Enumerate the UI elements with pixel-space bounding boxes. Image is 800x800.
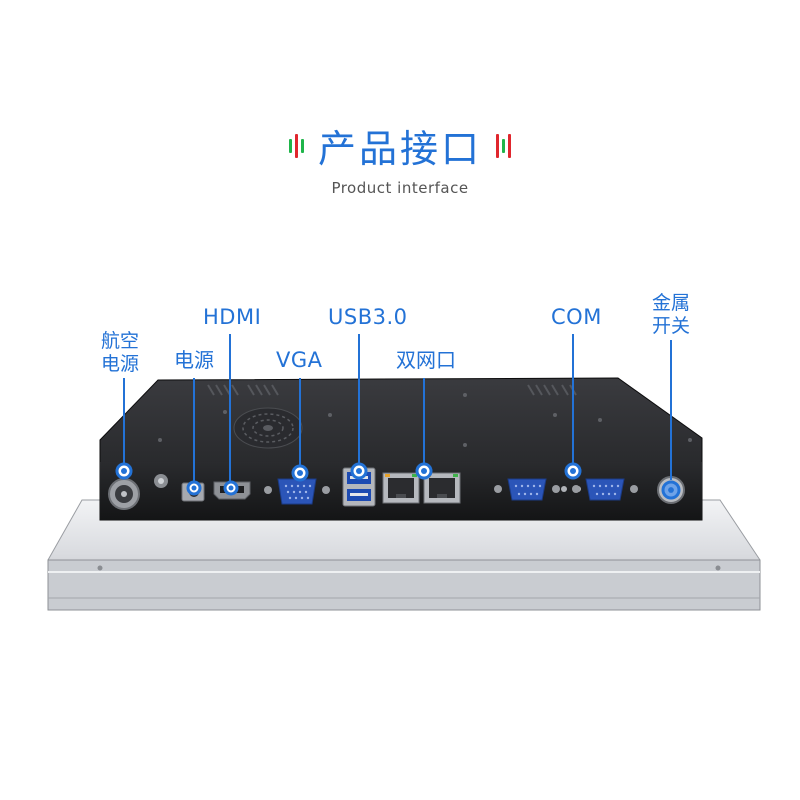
port-label-power: 电源 bbox=[174, 348, 214, 372]
vga-port-icon bbox=[264, 478, 330, 505]
callout-dots bbox=[115, 462, 681, 500]
header: 产品接口 Product interface bbox=[0, 118, 800, 197]
lan-port-1-icon bbox=[382, 472, 420, 504]
silver-frame bbox=[47, 499, 761, 611]
ground-screw-icon bbox=[154, 474, 168, 488]
speaker-grille-icon bbox=[233, 407, 303, 449]
port-label-hdmi: HDMI bbox=[203, 305, 262, 329]
com-port-1-icon bbox=[494, 478, 560, 501]
port-graphics bbox=[108, 467, 685, 510]
com-port-2-icon bbox=[572, 478, 638, 501]
port-label-metal-switch: 金属开关 bbox=[652, 292, 691, 337]
aviation-power-port-icon bbox=[108, 478, 140, 510]
title-row: 产品接口 bbox=[0, 118, 800, 173]
page-subtitle: Product interface bbox=[331, 179, 469, 197]
page-title: 产品接口 bbox=[317, 127, 482, 171]
lan-port-2-icon bbox=[423, 472, 461, 504]
port-label-aviation-power: 航空电源 bbox=[101, 330, 140, 375]
port-label-vga: VGA bbox=[276, 348, 323, 372]
port-label-dual-lan: 双网口 bbox=[396, 348, 456, 372]
right-accent-bars-icon bbox=[496, 133, 511, 158]
left-accent-bars-icon bbox=[288, 133, 304, 158]
callouts bbox=[123, 334, 672, 485]
port-label-com: COM bbox=[551, 305, 602, 329]
port-label-usb3: USB3.0 bbox=[328, 305, 408, 329]
